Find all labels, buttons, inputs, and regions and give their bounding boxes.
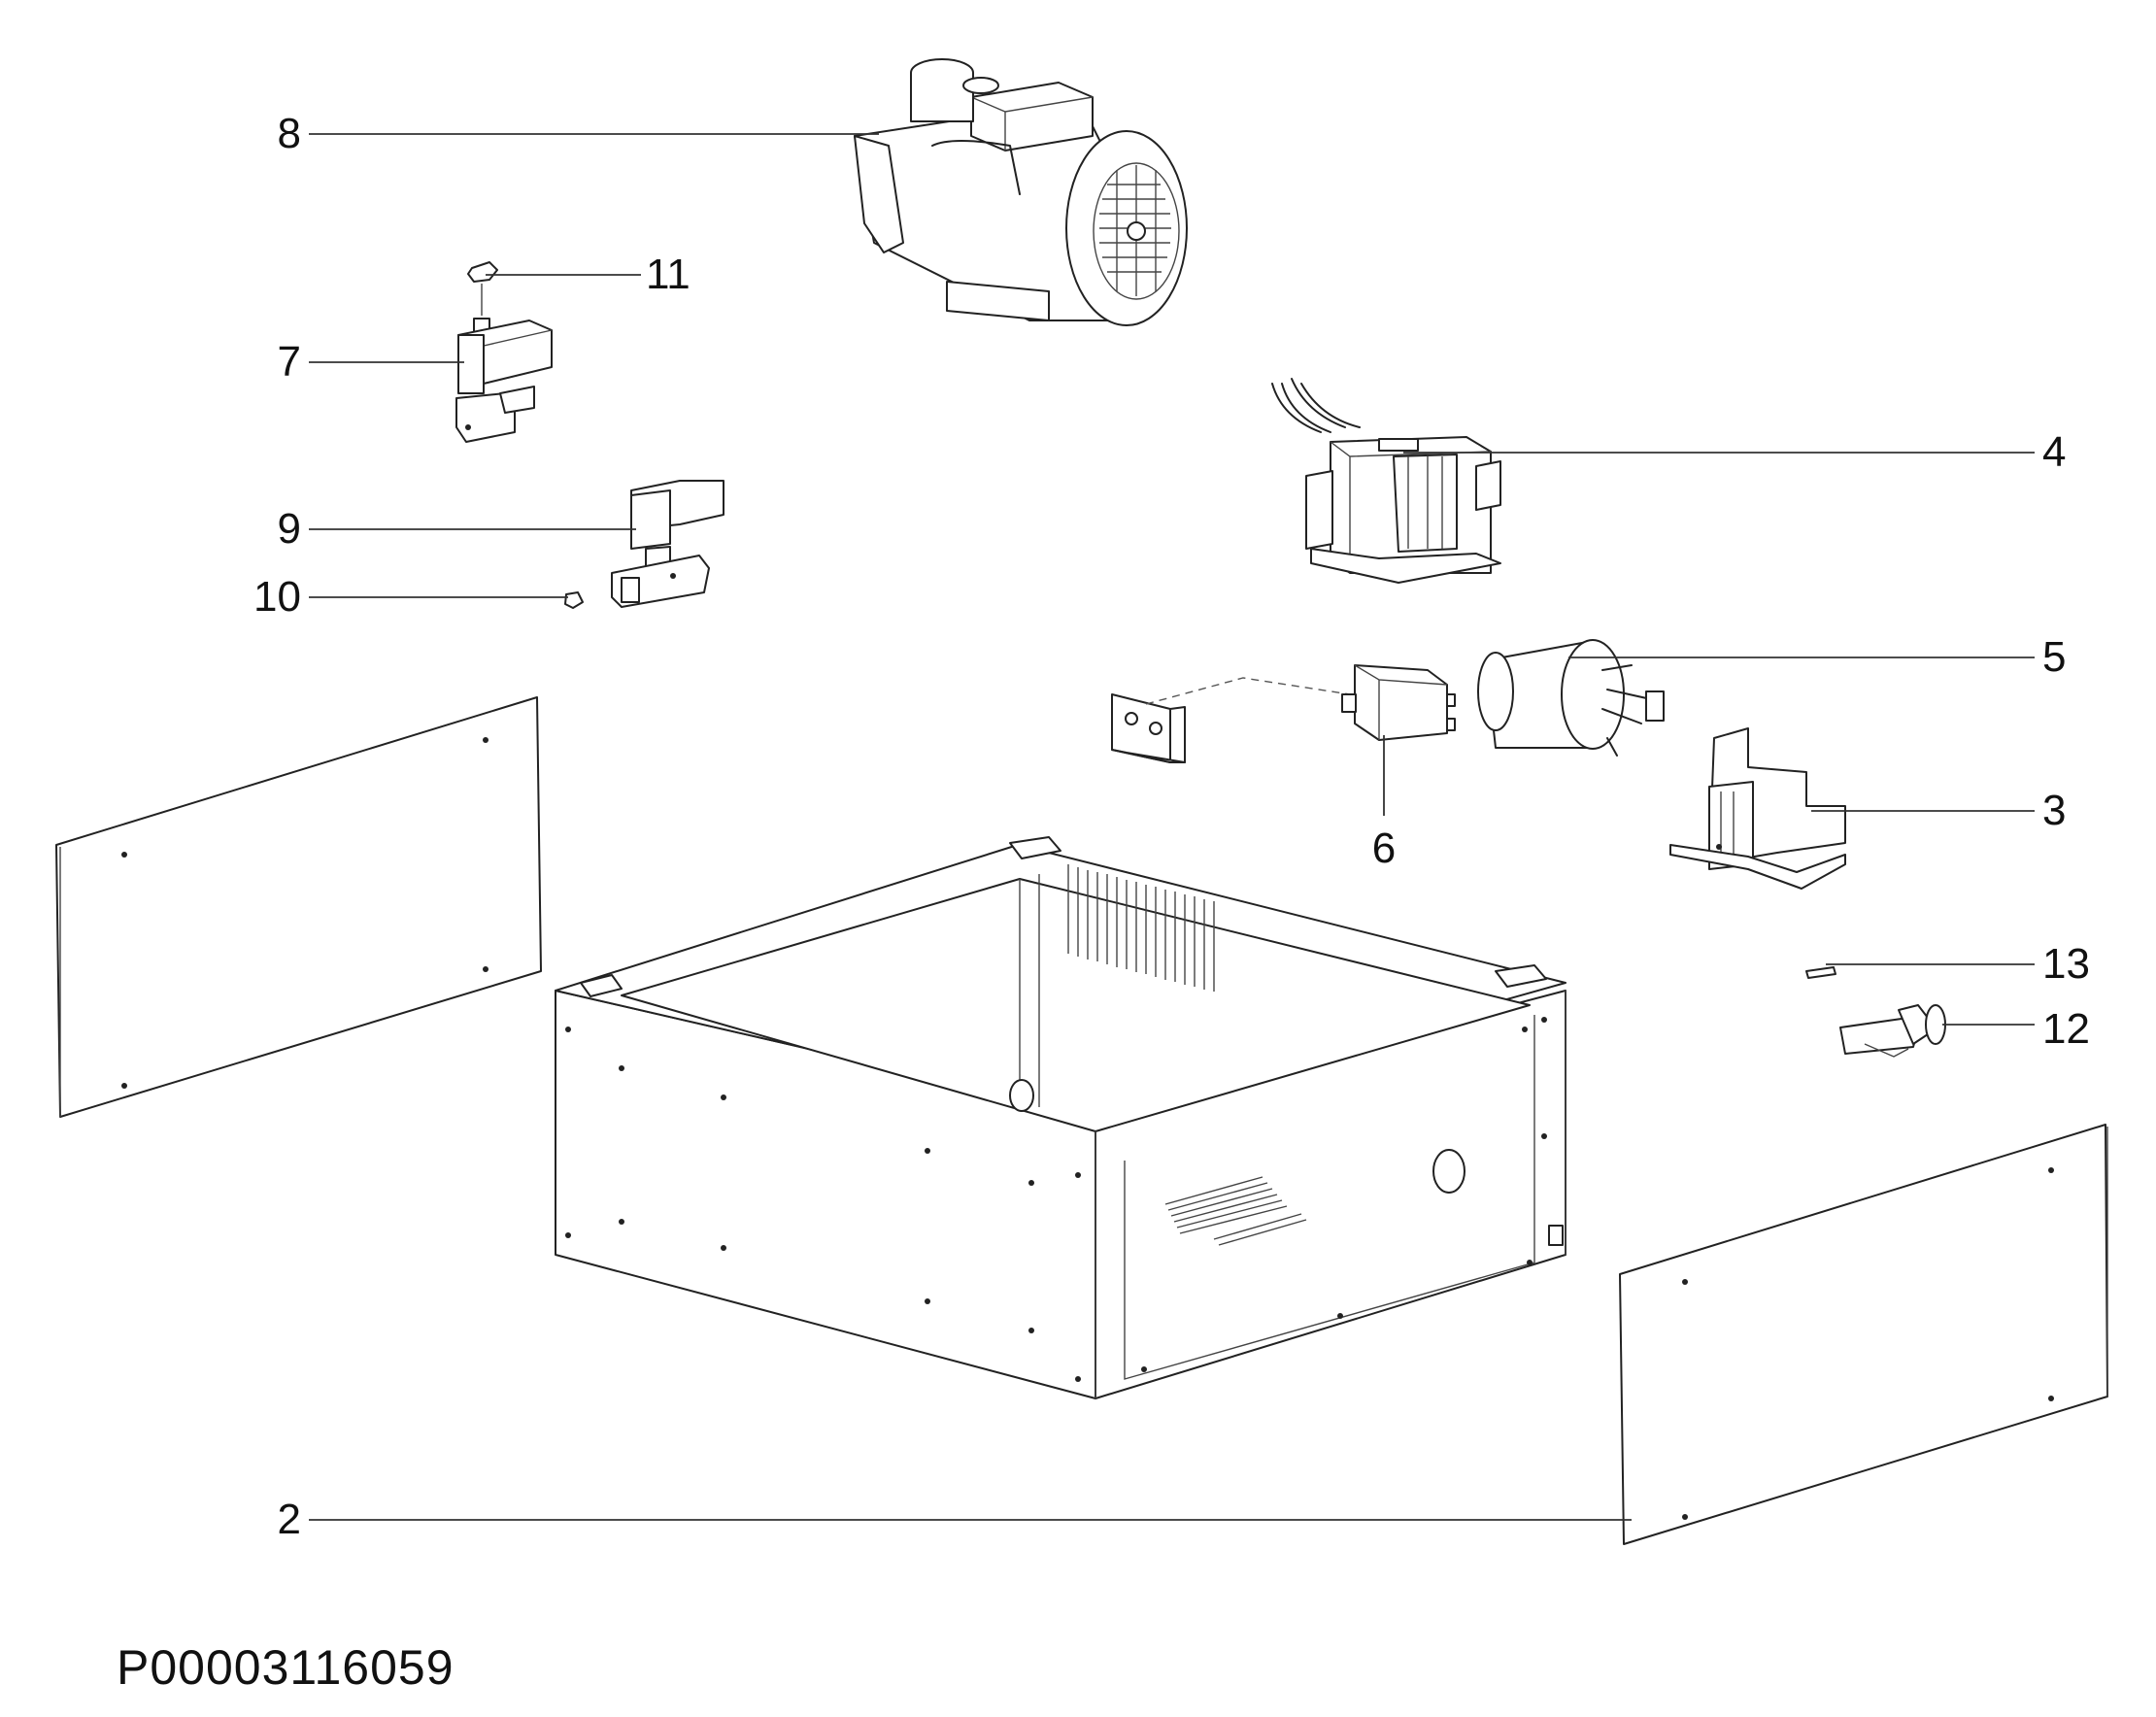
callout-3: 3: [2042, 787, 2067, 834]
filter-part-6: [1341, 664, 1456, 741]
capacitor-part-5: [1477, 639, 1665, 757]
callout-10: 10: [253, 573, 301, 621]
callout-7: 7: [277, 338, 301, 386]
base-frame-part-2: [555, 836, 1566, 1399]
callout-11: 11: [646, 251, 691, 298]
callout-13: 13: [2042, 940, 2090, 988]
leader-lines: [309, 133, 2035, 1521]
terminal-block-part-3: [1669, 727, 1846, 890]
drawing-code: P00003116059: [117, 1640, 455, 1695]
callout-4: 4: [2042, 428, 2067, 476]
callout-8: 8: [277, 110, 301, 157]
left-side-panel: [55, 696, 542, 1118]
valve-part-9: [611, 480, 724, 608]
callout-6: 6: [1371, 825, 1397, 872]
callout-5: 5: [2042, 633, 2067, 681]
transformer-part-4: [1271, 378, 1501, 584]
callout-9: 9: [277, 505, 301, 553]
solenoid-valve-part-7: [455, 261, 553, 443]
right-side-panel: [1619, 1124, 2108, 1545]
callout-2: 2: [277, 1496, 301, 1543]
pump-motor-part-8: [854, 58, 1188, 326]
pin-part-13: [1805, 966, 1836, 979]
bracket: [1111, 677, 1351, 763]
connector-part-12: [1839, 1004, 1946, 1058]
fitting-part-10: [564, 591, 584, 609]
callout-12: 12: [2042, 1005, 2090, 1053]
